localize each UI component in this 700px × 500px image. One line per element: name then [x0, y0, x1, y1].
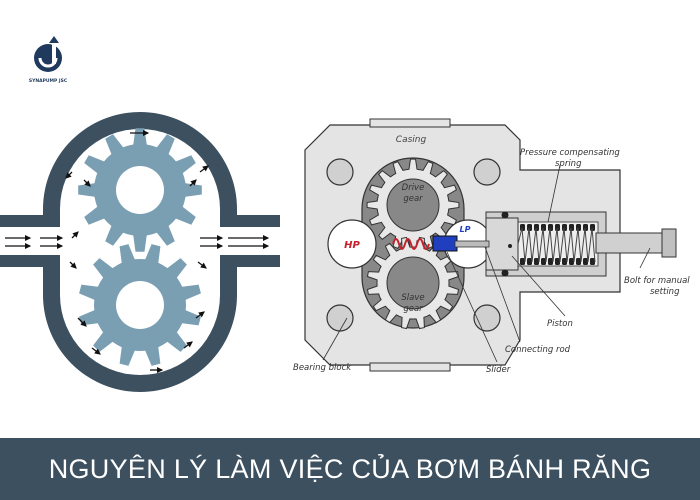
drive-gear — [78, 128, 202, 252]
flow-arrow-head — [25, 242, 32, 250]
flow-arrows — [5, 129, 270, 374]
flow-arrow-head — [198, 311, 205, 318]
driven-gear — [79, 244, 201, 366]
spring-coil — [555, 224, 560, 231]
spring-wire — [517, 227, 596, 263]
bolt-hole-bl — [326, 304, 354, 332]
spring-coil — [562, 224, 567, 231]
spring-coil — [590, 258, 595, 265]
spring-coil — [541, 258, 546, 265]
leader-lines — [322, 164, 651, 363]
flow-arrow-head — [84, 180, 91, 187]
spring-coil — [562, 258, 567, 265]
connecting-rod-label: Connecting rod — [505, 345, 571, 355]
bolt-hole-br — [473, 304, 501, 332]
flow-arrow-head — [217, 242, 224, 250]
spring-coil — [548, 224, 553, 231]
flow-arrow-head — [143, 129, 150, 137]
gear-hub — [386, 256, 440, 310]
flow-arrow-head — [70, 262, 77, 269]
company-logo: SYNAPUMP JSC — [29, 36, 68, 84]
flow-arrow-head — [190, 179, 197, 186]
spring-coil — [527, 258, 532, 265]
connecting-rod — [454, 240, 490, 248]
pressure-squiggle — [392, 238, 430, 250]
piston — [485, 217, 519, 271]
flow-arrow-head — [72, 231, 79, 238]
lp-label: LP — [460, 225, 471, 234]
spring-coil — [576, 224, 581, 231]
flow-arrow-head — [57, 242, 64, 250]
spring-coil — [534, 258, 539, 265]
spring-coil — [583, 258, 588, 265]
piston-label: Piston — [547, 319, 573, 329]
flow-arrow-head — [186, 341, 193, 348]
hp-port — [327, 219, 377, 269]
banner-title: NGUYÊN LÝ LÀM VIỆC CỦA BƠM BÁNH RĂNG — [48, 453, 652, 484]
flow-arrow-head — [200, 262, 207, 269]
spring-coil — [548, 258, 553, 265]
flow-arrow-head — [25, 234, 32, 242]
slider-label: Slider — [486, 365, 511, 375]
spring-coil — [527, 224, 532, 231]
flow-arrow-head — [263, 234, 270, 242]
compensating-spring — [517, 224, 596, 265]
bolt-hole-tl — [326, 158, 354, 186]
flow-arrow-head — [57, 234, 64, 242]
flow-arrow-head — [202, 165, 209, 172]
slider-block — [432, 235, 458, 252]
left-gear-pump — [0, 112, 280, 392]
flow-arrow-head — [263, 242, 270, 250]
schematic-drive-gear — [366, 158, 460, 252]
spring-coil — [520, 258, 525, 265]
flow-arrow-head — [80, 320, 87, 327]
gear-hub — [386, 178, 440, 232]
flow-arrow-head — [94, 348, 101, 355]
spring-coil — [555, 258, 560, 265]
title-banner: NGUYÊN LÝ LÀM VIỆC CỦA BƠM BÁNH RĂNG — [0, 438, 700, 500]
spring-coil — [534, 224, 539, 231]
gear-hub — [116, 281, 164, 329]
casing-label: Casing — [396, 135, 427, 145]
gear-hub — [116, 166, 164, 214]
flow-arrow-head — [217, 234, 224, 242]
bolt-hole-tr — [473, 158, 501, 186]
spring-coil — [576, 258, 581, 265]
spring-coil — [590, 224, 595, 231]
spring-coil — [583, 224, 588, 231]
logo-text: SYNAPUMP JSC — [29, 78, 68, 84]
bearing-block-label: Bearing block — [293, 363, 352, 373]
spring-coil — [569, 224, 574, 231]
flow-arrow-head — [65, 172, 72, 179]
flow-arrow-head — [157, 366, 164, 374]
spring-coil — [541, 224, 546, 231]
spring-coil — [569, 258, 574, 265]
hp-label: HP — [344, 240, 360, 251]
